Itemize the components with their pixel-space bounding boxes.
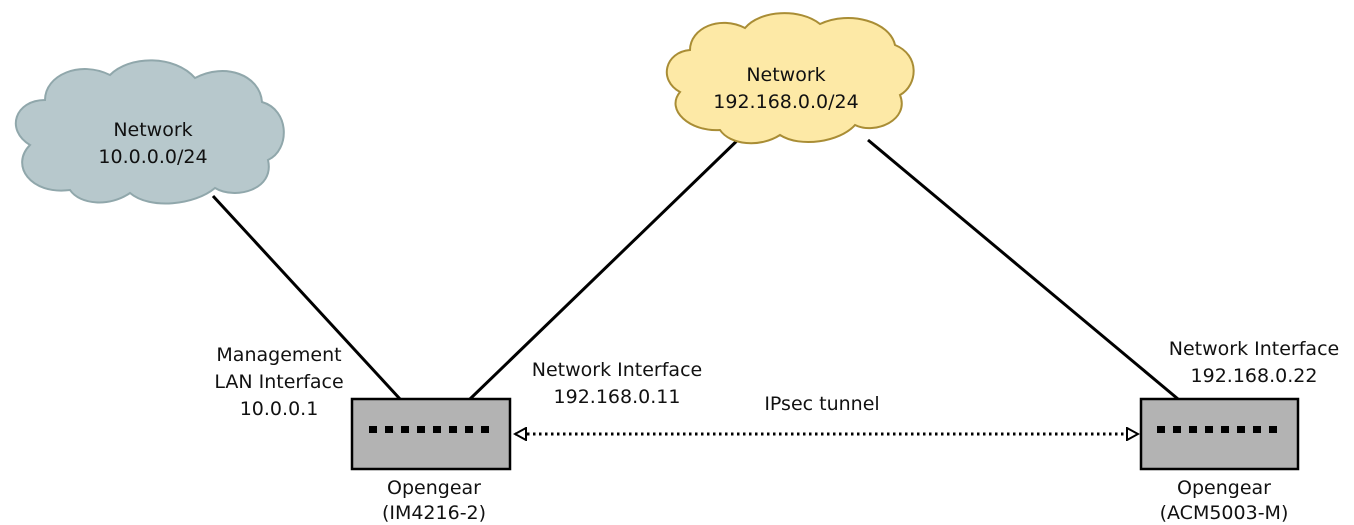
network-left-title: Network [113,119,192,141]
device-left-model: (IM4216-2) [382,502,486,524]
network-center-subnet: 192.168.0.0/24 [713,91,858,113]
device-left-name: Opengear [387,477,481,499]
cloud-network-center [665,12,915,145]
device-right-name: Opengear [1177,477,1271,499]
right-network-interface-ip: 192.168.0.22 [1191,365,1318,387]
mgmt-interface-label-line1: Management [216,344,341,366]
mgmt-interface-label-line2: LAN Interface [214,371,343,393]
left-network-interface-ip: 192.168.0.11 [554,386,681,408]
left-network-interface-label: Network Interface [532,359,702,381]
network-center-title: Network [746,64,825,86]
port-row-icon [1157,426,1277,433]
device-right-model: (ACM5003-M) [1160,502,1289,524]
right-network-interface-label: Network Interface [1169,338,1339,360]
link-left-network-to-im4216 [211,194,402,401]
mgmt-interface-ip: 10.0.0.1 [240,398,319,420]
ipsec-tunnel-label: IPsec tunnel [764,393,879,415]
device-acm5003 [1139,397,1300,471]
link-center-network-to-acm5003 [867,138,1179,401]
port-row-icon [369,426,489,433]
link-center-network-to-im4216 [468,131,747,401]
device-im4216 [350,397,512,471]
cloud-network-left [14,59,285,205]
network-left-subnet: 10.0.0.0/24 [98,146,207,168]
